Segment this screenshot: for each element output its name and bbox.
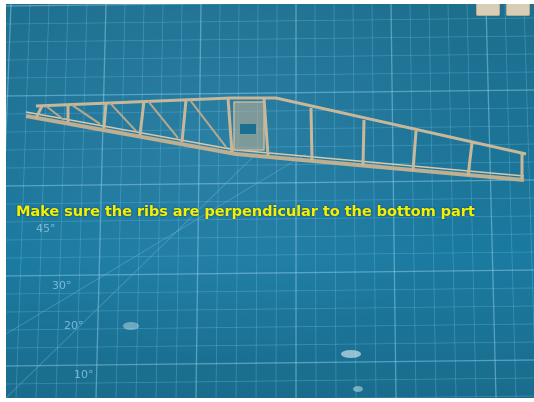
grid-line (55, 4, 69, 398)
grid-line (485, 4, 497, 398)
grid-line (6, 305, 534, 313)
grid-line (6, 359, 534, 367)
mat-scuff (353, 386, 363, 392)
grid-line (275, 4, 278, 398)
grid-line (235, 4, 240, 398)
grid-line (215, 4, 221, 398)
grid-line (6, 125, 534, 133)
grid-line (115, 4, 126, 398)
grid-line (6, 35, 534, 43)
grid-line (6, 197, 534, 205)
grid-line (6, 215, 534, 223)
grid-line (6, 4, 240, 7)
grid-line (6, 107, 534, 115)
grid-line (35, 4, 50, 398)
grid-line (6, 287, 534, 295)
grid-line (322, 395, 534, 398)
grid-line (314, 4, 317, 398)
cutting-mat-grid: 45° 30° 20° 10° (6, 4, 534, 398)
grid-line (6, 89, 534, 97)
grid-line (175, 4, 183, 398)
grid-line (523, 4, 534, 346)
grid-line (504, 4, 517, 398)
grid-line (6, 4, 12, 153)
grid-line (6, 71, 534, 79)
grid-line (155, 4, 164, 398)
balsa-scrap (476, 4, 500, 16)
grid-line (428, 4, 437, 398)
grid-line (6, 341, 534, 349)
mat-label-45: 45° (36, 222, 56, 235)
grid-line (447, 4, 457, 398)
grid-line (6, 53, 534, 61)
mat-scuff (123, 322, 139, 330)
grid-line (15, 4, 31, 398)
grid-line (75, 4, 88, 398)
photo-caption: Make sure the ribs are perpendicular to … (16, 203, 475, 220)
balsa-scrap (506, 4, 530, 16)
grid-line (6, 161, 534, 169)
mat-label-20: 20° (64, 319, 84, 332)
mat-label-10: 10° (74, 368, 94, 381)
mat-label-30: 30° (52, 279, 72, 292)
grid-line (6, 323, 534, 331)
mat-scuff (341, 350, 361, 358)
grid-line (135, 4, 145, 398)
grid-line (409, 4, 417, 398)
grid-line (352, 4, 357, 398)
grid-line (371, 4, 377, 398)
balsa-wing-frame (25, 96, 527, 182)
photo-cutting-mat: 45° 30° 20° 10° (6, 4, 534, 398)
grid-line (6, 179, 534, 187)
grid-line (6, 377, 534, 385)
grid-line (333, 4, 337, 398)
grid-line (466, 4, 477, 398)
grid-line (95, 4, 107, 398)
grid-line (6, 233, 534, 241)
grid-line (6, 251, 534, 259)
grid-line (6, 269, 534, 277)
grid-line (6, 143, 534, 151)
grid-line (255, 4, 259, 398)
grid-line (390, 4, 397, 398)
grid-line (6, 17, 534, 25)
grid-line (195, 4, 202, 398)
